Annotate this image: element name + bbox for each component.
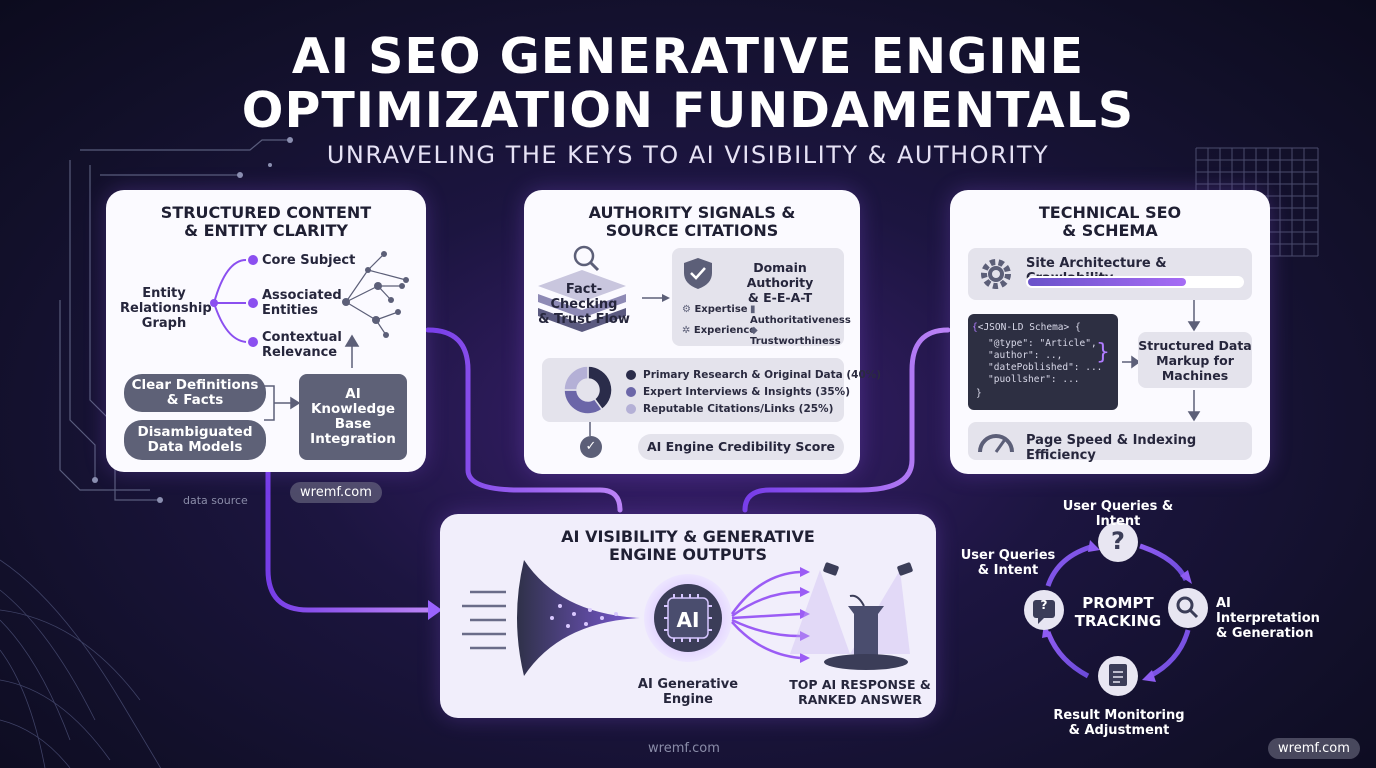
crawlability-progress-fill: [1028, 278, 1186, 286]
technical-seo-card: TECHNICAL SEO & SCHEMA Site Architecture…: [950, 190, 1270, 474]
legend-label: Reputable Citations/Links (25%): [643, 402, 834, 415]
network-icon: ✲: [682, 325, 694, 336]
source-breakdown-box: Primary Research & Original Data (40%) Ex…: [542, 358, 881, 422]
authoritativeness-label: ▮ Authoritativeness: [750, 304, 851, 326]
main-title-line2: OPTIMIZATION FUNDAMENTALS: [241, 82, 1135, 139]
pie-legend: Primary Research & Original Data (40%) Ex…: [626, 366, 881, 417]
legend-dot: [626, 369, 636, 380]
question-icon: ?: [1111, 527, 1125, 555]
legend-item: Expert Interviews & Insights (35%): [626, 383, 881, 400]
technical-card-title: TECHNICAL SEO & SCHEMA: [1038, 203, 1182, 240]
knowledge-base-box: AI Knowledge Base Integration: [299, 374, 407, 460]
shield-check-icon: [684, 258, 712, 289]
funnel-graphic: [462, 560, 913, 676]
credibility-score-label: AI Engine Credibility Score: [646, 439, 836, 454]
credibility-check-icon: ✓: [580, 436, 602, 458]
json-ld-code-block: {<JSON-LD Schema> { "@type": "Article", …: [968, 314, 1118, 410]
top-response-label: TOP AI RESPONSE & RANKED ANSWER: [789, 677, 931, 707]
structured-markup-box: Structured Data Markup for Machines: [1138, 332, 1252, 388]
experience-label: ✲ Experience: [682, 325, 757, 336]
entity-graph-label: Entity Relationship Graph: [120, 286, 212, 331]
watermark-bottom: wremf.com: [648, 741, 720, 756]
data-source-label: data source: [183, 494, 248, 507]
expertise-label: ⚙ Expertise: [682, 304, 748, 315]
brace-open: {: [972, 322, 978, 333]
source-pie-chart: [563, 365, 613, 415]
subtitle: UNRAVELING THE KEYS TO AI VISIBILITY & A…: [326, 141, 1050, 169]
contextual-relevance-label: Contextual Relevance: [262, 330, 342, 360]
credibility-score-box: AI Engine Credibility Score: [638, 434, 844, 460]
shield-icon: ◆: [750, 325, 758, 336]
bar-chart-icon: ▮: [750, 304, 756, 315]
fact-checking-label: Fact-Checking & Trust Flow: [538, 282, 630, 327]
structured-card-title: STRUCTURED CONTENT & ENTITY CLARITY: [160, 203, 372, 240]
watermark-card: wremf.com: [290, 482, 382, 503]
main-title-line1: AI SEO GENERATIVE ENGINE: [291, 28, 1085, 85]
interpretation-label: AI Interpretation & Generation: [1216, 596, 1320, 641]
clear-definitions-pill: Clear Definitions& Facts: [124, 374, 266, 412]
legend-dot: [626, 386, 636, 397]
structured-markup-label: Structured Data Markup for Machines: [1138, 338, 1252, 383]
domain-authority-label: Domain Authority & E-E-A-T: [746, 260, 814, 305]
prompt-tracking-center: PROMPT TRACKING: [1074, 594, 1162, 630]
chat-question-icon: ?: [1040, 598, 1048, 612]
entity-graph-diagram: [210, 251, 409, 421]
trust-stack-graphic: [538, 245, 670, 436]
legend-item: Reputable Citations/Links (25%): [626, 400, 881, 417]
brace-close: }: [1096, 340, 1110, 365]
schema-flow-arrows: [1122, 300, 1201, 422]
user-queries-top-label: User Queries & Intent: [1062, 499, 1174, 529]
user-queries-left-label: User Queries & Intent: [960, 548, 1056, 578]
authority-card-title: AUTHORITY SIGNALS & SOURCE CITATIONS: [588, 203, 796, 240]
outputs-card-title: AI VISIBILITY & GENERATIVE ENGINE OUTPUT…: [561, 527, 815, 564]
structured-content-card: STRUCTURED CONTENT & ENTITY CLARITY: [106, 190, 426, 472]
monitoring-label: Result Monitoring & Adjustment: [1053, 708, 1185, 738]
core-subject-label: Core Subject: [262, 253, 356, 268]
domain-authority-box: Domain Authority & E-E-A-T ⚙ Expertise ▮…: [672, 248, 851, 347]
ai-engine-label: AI Generative Engine: [637, 677, 739, 707]
pie-slice-2: [563, 389, 604, 415]
page-speed-box: Page Speed & Indexing Efficiency: [968, 422, 1252, 463]
page-speed-label: Page Speed & Indexing Efficiency: [1026, 433, 1197, 463]
legend-label: Expert Interviews & Insights (35%): [643, 385, 850, 398]
associated-entities-label: Associated Entities: [262, 288, 342, 318]
speedometer-icon: [978, 434, 1014, 453]
ai-chip-text: AI: [676, 608, 700, 632]
trustworthiness-label: ◆ Trustworthiness: [750, 325, 841, 347]
expertise-icon: ⚙: [682, 304, 695, 315]
pie-slice-3: [563, 365, 589, 391]
authority-signals-card: AUTHORITY SIGNALS & SOURCE CITATIONS Fac…: [524, 190, 881, 474]
site-architecture-box: Site Architecture & Crawlability: [968, 248, 1252, 300]
legend-dot: [626, 403, 636, 414]
ai-visibility-card: AI VISIBILITY & GENERATIVE ENGINE OUTPUT…: [440, 514, 936, 718]
prompt-cycle-graphic: [1024, 522, 1208, 696]
legend-label: Primary Research & Original Data (40%): [643, 368, 882, 381]
legend-item: Primary Research & Original Data (40%): [626, 366, 881, 383]
gear-icon: [981, 259, 1011, 289]
watermark-corner: wremf.com: [1268, 738, 1360, 759]
